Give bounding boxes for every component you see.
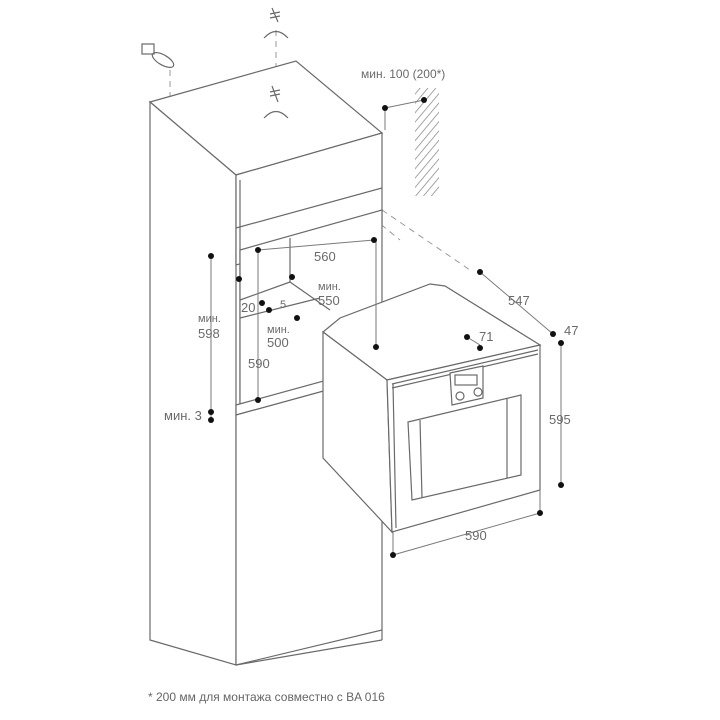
oven-depth-label: 547 — [508, 293, 530, 308]
control-knob — [473, 387, 483, 397]
dimension-lines — [210, 99, 562, 556]
tall-cabinet — [148, 60, 384, 666]
niche-width-label: 560 — [314, 249, 336, 264]
ventilation-icon — [263, 85, 289, 119]
front-depth-label: 47 — [564, 323, 578, 338]
oven-width-label: 590 — [465, 528, 487, 543]
wall-hatch — [415, 88, 439, 196]
niche-height-min-prefix: мин. — [198, 313, 221, 325]
offset-5-label: 5 — [280, 299, 286, 311]
oven-height-label: 595 — [549, 412, 571, 427]
control-knob — [455, 391, 465, 401]
gap-min-label: мин. 3 — [164, 408, 202, 423]
vent-clearance-label: мин. 100 (200*) — [361, 67, 445, 81]
oven — [322, 283, 542, 534]
niche-inner-min-prefix: мин. — [267, 324, 290, 336]
power-plug-icon — [141, 43, 175, 68]
ventilation-icon — [263, 7, 289, 39]
panel-offset-label: 71 — [479, 329, 493, 344]
niche-depth-min-prefix: мин. — [318, 281, 341, 293]
footnote: * 200 мм для монтажа совместно с BA 016 — [148, 690, 385, 704]
niche-height-min-label: 598 — [198, 326, 220, 341]
offset-20-label: 20 — [241, 300, 255, 315]
niche-depth-min-label: 550 — [318, 293, 340, 308]
niche-height-label: 590 — [248, 356, 270, 371]
niche-inner-min-label: 500 — [267, 335, 289, 350]
dimension-dots — [208, 97, 564, 558]
